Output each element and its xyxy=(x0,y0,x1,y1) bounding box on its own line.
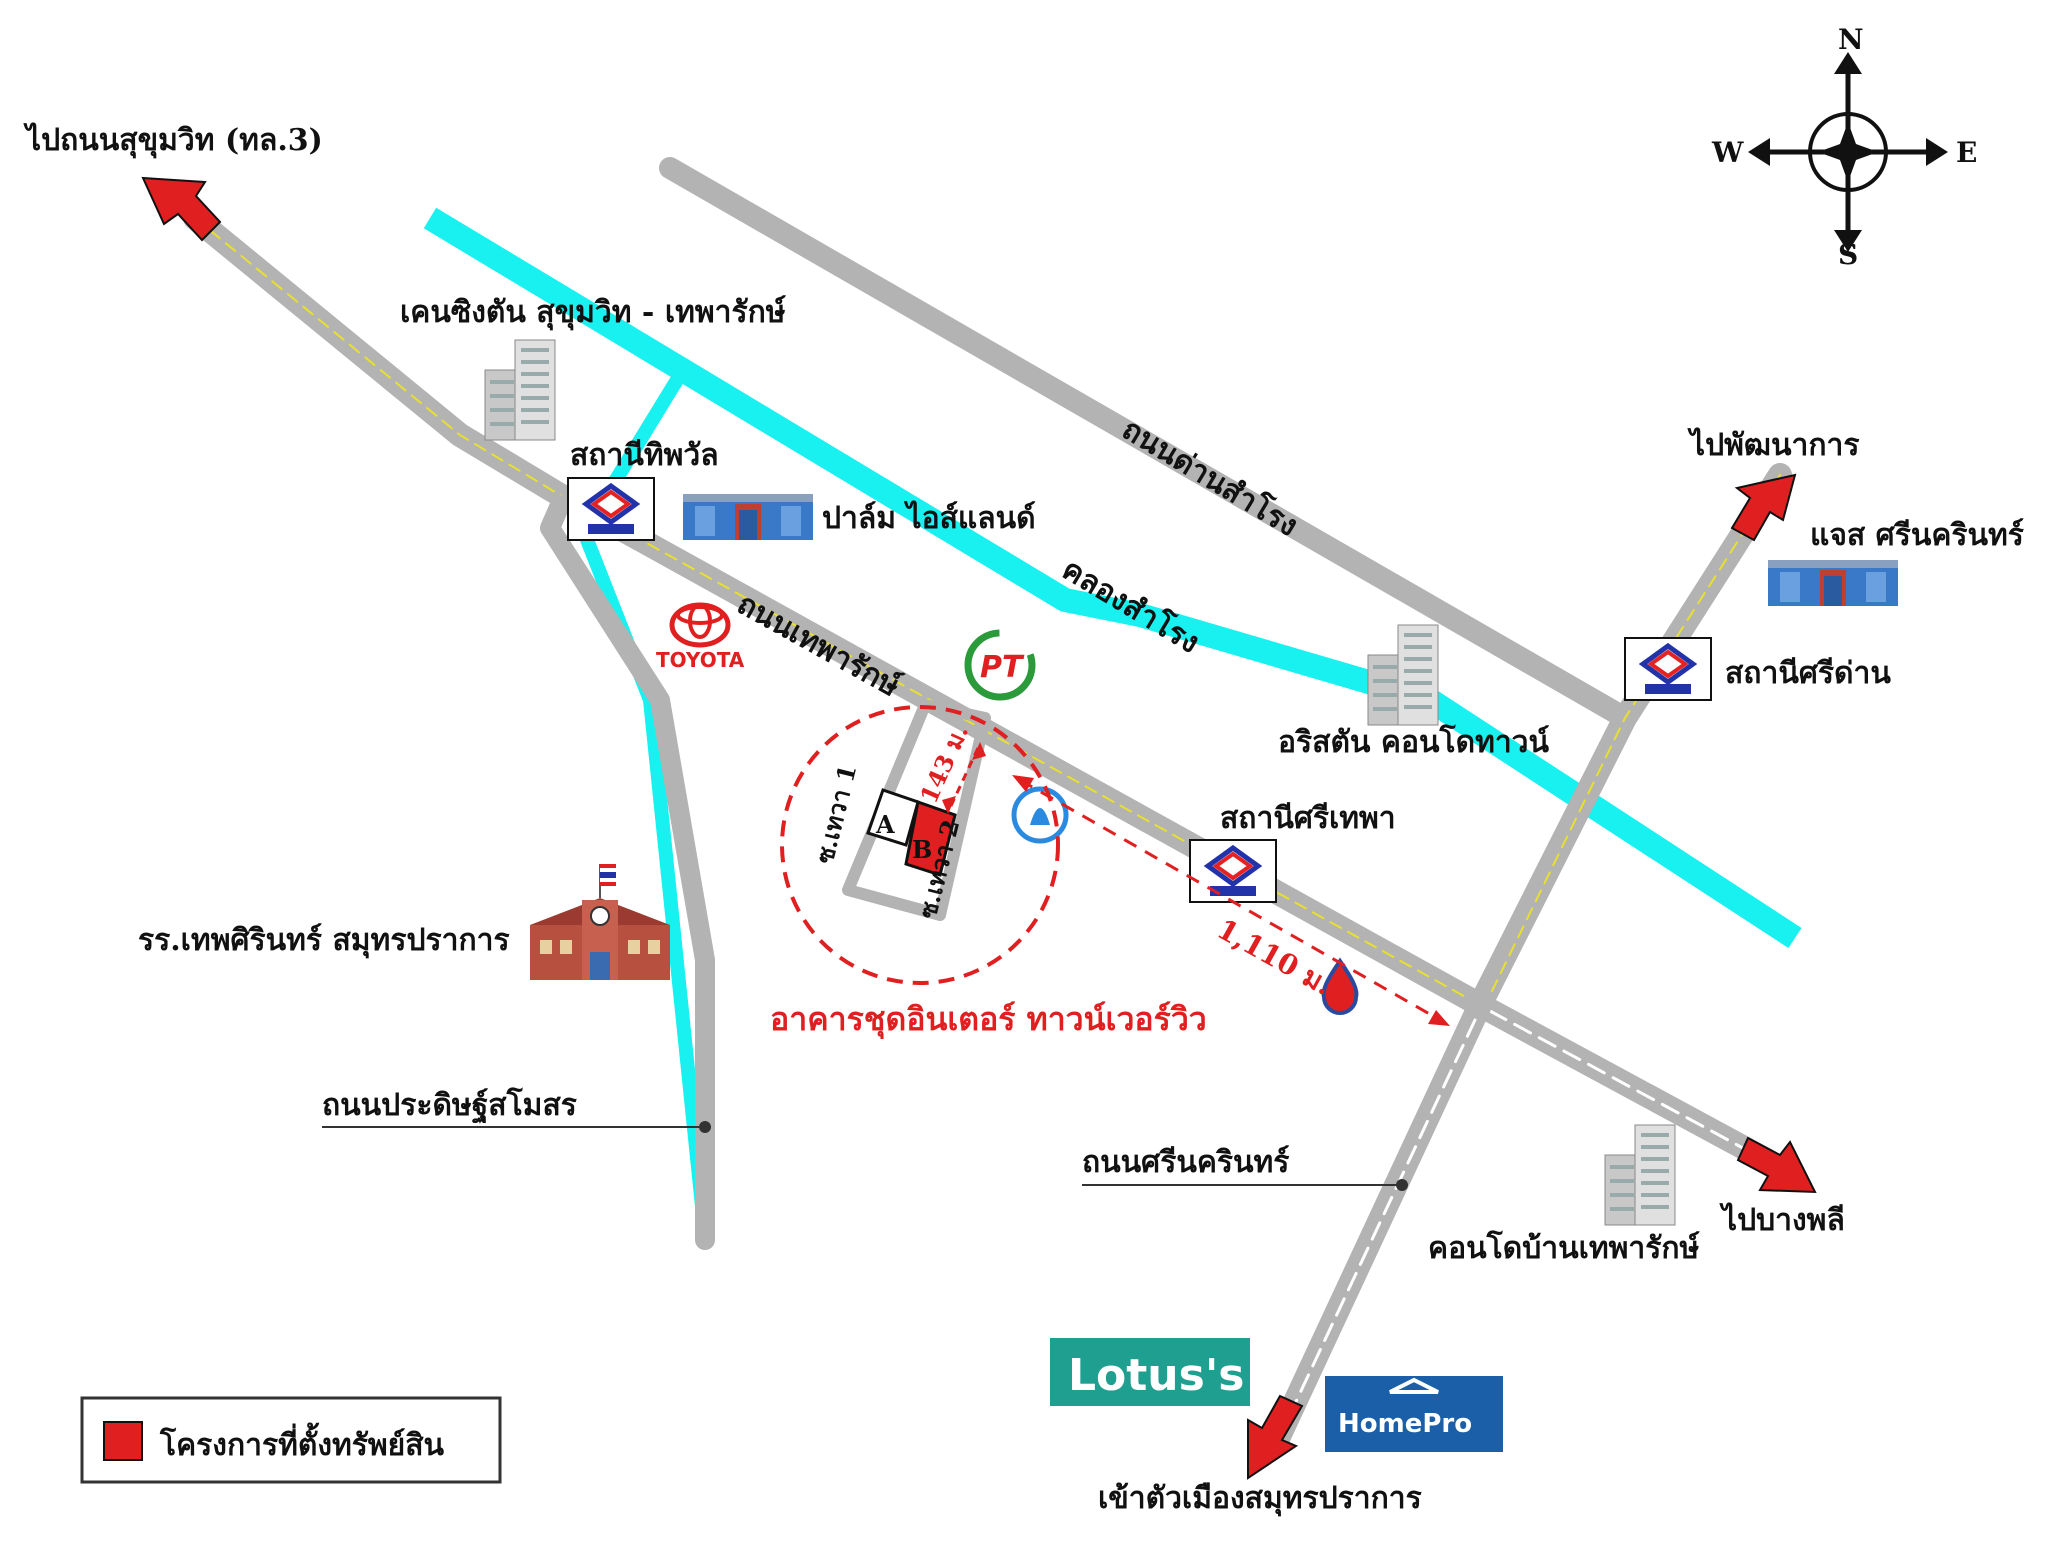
compass-rose-icon: N S E W xyxy=(1711,23,1977,271)
legend-box: โครงการที่ตั้งทรัพย์สิน xyxy=(80,1396,502,1484)
office-building-icon xyxy=(484,339,556,441)
compass-east: E xyxy=(1956,136,1977,169)
compass-south: S xyxy=(1838,238,1858,271)
skytrain-station-icon xyxy=(1190,840,1276,902)
lotus-store-logo: Lotus's xyxy=(1050,1338,1250,1406)
label-to-sukhumvit: ไปถนนสุขุมวิท (ทล.3) xyxy=(23,122,323,159)
project-plot: A B xyxy=(866,788,957,877)
gas-station-icon xyxy=(1011,786,1069,844)
project-radius-circle xyxy=(780,705,1060,985)
label-school: รร.เทพศิรินทร์ สมุทรปราการ xyxy=(138,923,510,959)
arrow-to-samut-prakan xyxy=(1247,1394,1304,1480)
compass-west: W xyxy=(1711,136,1744,169)
compass-north: N xyxy=(1838,23,1864,56)
label-project-name: อาคารชุดอินเตอร์ ทาวน์เวอร์วิว xyxy=(770,1000,1207,1040)
pt-gas-station-icon: PT xyxy=(964,629,1036,701)
label-soi-thewa-1: ซ.เทวา 1 xyxy=(810,762,862,867)
arrow-to-phatthanakan xyxy=(1730,473,1797,542)
skytrain-station-icon xyxy=(1625,638,1711,700)
label-to-bang-phli: ไปบางพลี xyxy=(1719,1202,1845,1238)
label-condo-ban-theparak: คอนโดบ้านเทพารักษ์ xyxy=(1428,1229,1700,1266)
label-si-dan-station: สถานีศรีด่าน xyxy=(1725,656,1891,691)
callout-lines xyxy=(322,1121,1408,1191)
distance-markers xyxy=(942,742,1450,1026)
shopping-mall-icon xyxy=(1768,560,1898,606)
label-srinakarin-road: ถนนศรีนครินทร์ xyxy=(1082,1145,1289,1180)
khlong-samrong-canal xyxy=(423,207,1802,1246)
legend-text: โครงการที่ตั้งทรัพย์สิน xyxy=(159,1422,445,1463)
label-pradit-road: ถนนประดิษฐ์สโมสร xyxy=(322,1086,577,1125)
pt-text: PT xyxy=(980,650,1025,685)
label-palm-island: ปาล์ม ไอส์แลนด์ xyxy=(822,500,1036,536)
plot-a-label: A xyxy=(875,810,895,839)
location-marker-icon xyxy=(1321,957,1359,1015)
arrow-to-sukhumvit xyxy=(141,176,222,242)
label-to-phatthanakan: ไปพัฒนาการ xyxy=(1687,427,1859,463)
legend-swatch xyxy=(103,1421,143,1461)
toyota-text: TOYOTA xyxy=(656,648,745,672)
toyota-logo: TOYOTA xyxy=(656,602,745,672)
shopping-mall-icon xyxy=(683,494,813,540)
roads xyxy=(183,157,1792,1457)
label-to-samut-prakan: เข้าตัวเมืองสมุทรปราการ xyxy=(1098,1481,1422,1517)
lotus-text: Lotus's xyxy=(1068,1350,1244,1401)
homepro-store-logo: HomePro xyxy=(1325,1376,1503,1452)
homepro-text: HomePro xyxy=(1338,1409,1472,1439)
label-aristan-condo: อริสตัน คอนโดทาวน์ xyxy=(1278,723,1550,760)
label-dan-samrong-road: ถนนด่านสำโรง xyxy=(1116,410,1305,544)
skytrain-station-icon xyxy=(568,478,654,540)
plot-b-label: B xyxy=(912,835,932,864)
label-theparak-road: ถนนเทพารักษ์ xyxy=(731,586,906,704)
school-building-icon xyxy=(530,864,670,980)
label-jas-srinakarin: แจส ศรีนครินทร์ xyxy=(1810,518,2024,553)
arrow-to-bang-phli xyxy=(1736,1136,1817,1194)
direction-arrows xyxy=(141,176,1817,1480)
label-kensington: เคนซิงตัน สุขุมวิท - เทพารักษ์ xyxy=(400,295,786,331)
label-si-thepha-station: สถานีศรีเทพา xyxy=(1220,801,1396,836)
office-building-icon xyxy=(1604,1124,1676,1226)
label-thipphawan-station: สถานีทิพวัล xyxy=(570,438,719,473)
office-building-icon xyxy=(1367,624,1439,726)
